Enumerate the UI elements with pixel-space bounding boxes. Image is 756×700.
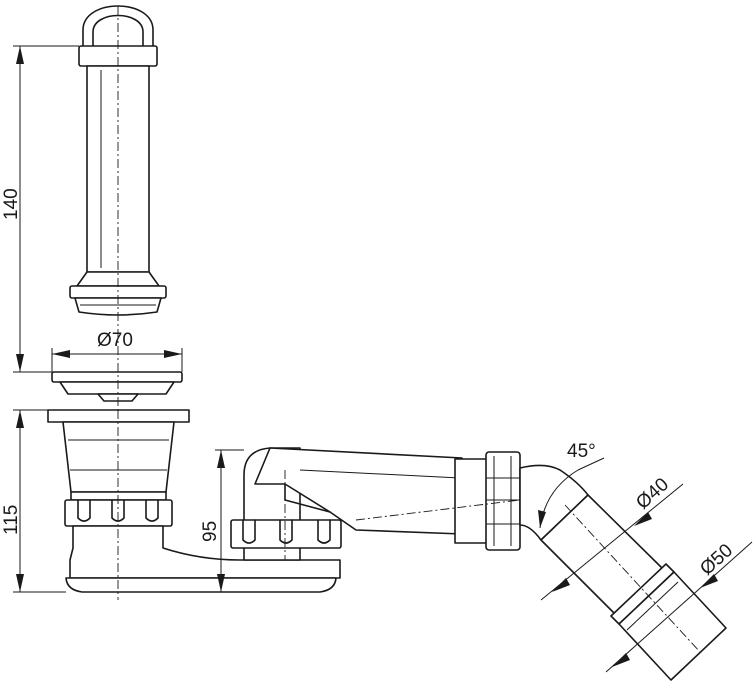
trap-body bbox=[47, 409, 341, 593]
dim-140: 140 bbox=[1, 45, 79, 373]
trap-nut bbox=[64, 499, 173, 527]
dim-95-label: 95 bbox=[200, 521, 221, 542]
dim-d70: Ø70 bbox=[51, 330, 183, 372]
elbow-45 bbox=[519, 464, 589, 541]
dim-140-label: 140 bbox=[1, 188, 22, 220]
dim-95: 95 bbox=[200, 449, 244, 592]
strainer-grate bbox=[51, 371, 183, 402]
dim-115-label: 115 bbox=[1, 505, 22, 535]
standpipe bbox=[69, 5, 167, 316]
dim-d70-label: Ø70 bbox=[97, 330, 133, 351]
dim-d50-label: Ø50 bbox=[696, 540, 737, 580]
dim-45deg-label: 45° bbox=[567, 441, 596, 462]
dim-45deg: 45° bbox=[538, 441, 605, 529]
dim-115: 115 bbox=[1, 409, 66, 593]
pipe-d50 bbox=[618, 571, 727, 681]
horizontal-arm bbox=[254, 447, 521, 551]
outlet-nut bbox=[230, 519, 342, 549]
trap-base bbox=[65, 577, 337, 593]
elbow-outlet bbox=[519, 464, 727, 681]
dim-d40-label: Ø40 bbox=[632, 474, 673, 514]
trap-flange bbox=[47, 409, 190, 423]
centerlines bbox=[117, 6, 701, 653]
standpipe-tube bbox=[86, 65, 150, 273]
